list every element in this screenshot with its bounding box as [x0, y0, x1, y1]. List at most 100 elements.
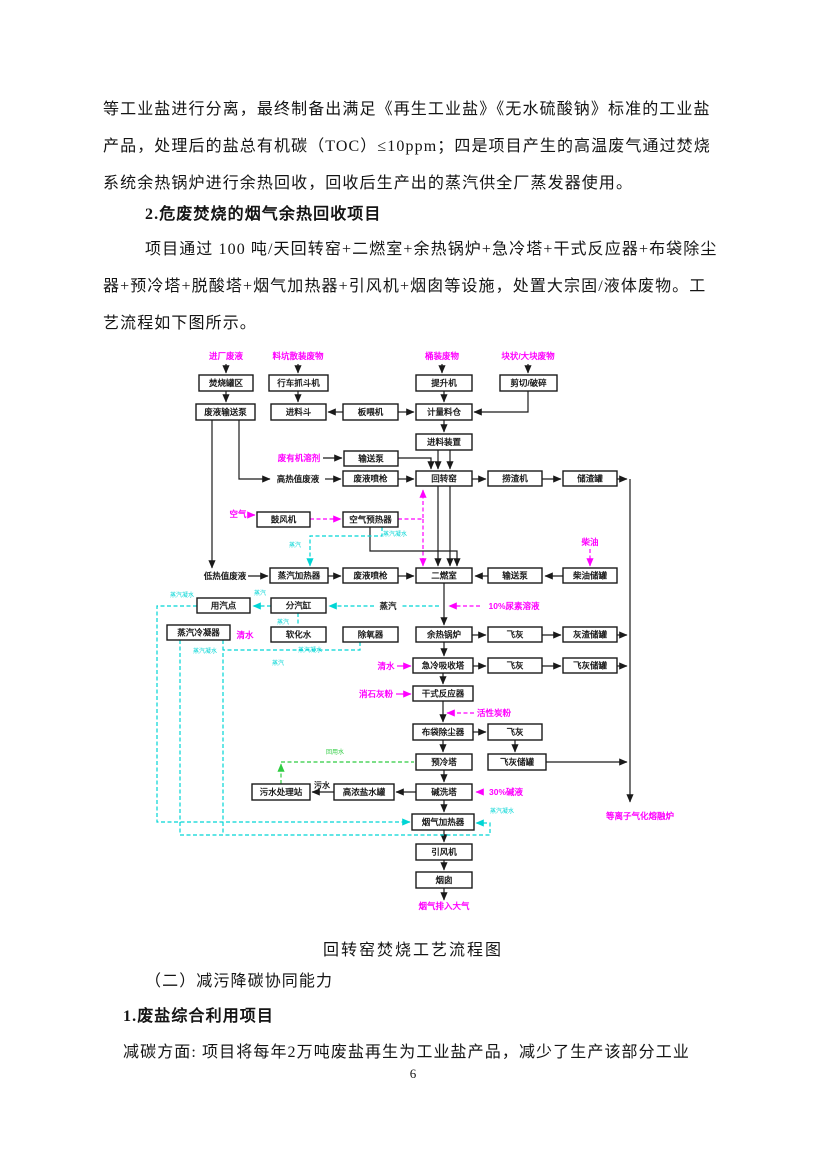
in-plant-waste-liquid-label: 进厂废液 — [209, 351, 244, 361]
fly-ash-2-box-label: 飞灰 — [506, 661, 524, 671]
transfer-pump-2-box-label: 输送泵 — [502, 571, 528, 581]
waste-liquid-gun-1-box — [342, 470, 399, 487]
dry-reactor-box-label: 干式反应器 — [422, 689, 465, 699]
apron-feeder-box-label: 板喂机 — [358, 407, 384, 417]
steam-condensate-tiny-4-label: 蒸汽凝水 — [298, 646, 322, 654]
elevator-box — [415, 374, 473, 392]
steam-condensate-tiny-2-label: 蒸汽凝水 — [193, 647, 217, 655]
wastewater-label: 污水 — [314, 780, 331, 790]
slag-remover-box — [487, 470, 543, 487]
process-flow-diagram: 进厂废液 料坑散装废物 桶装废物 块状/大块废物焚烧罐区 行车抓斗机 提升机 剪切/破碎废液… — [150, 340, 770, 940]
blower-box — [256, 511, 311, 528]
waste-liquid-gun-2-box-label: 废液喷枪 — [353, 571, 388, 581]
transfer-pump-1-box — [343, 450, 399, 467]
pre-cooling-tower-box — [415, 753, 473, 771]
transfer-pump-1-box-label: 输送泵 — [358, 454, 384, 464]
low-heat-value-waste-liquid-label: 低热值废液 — [203, 571, 247, 581]
steam-tiny-1-label: 蒸汽 — [254, 589, 266, 597]
softened-water-box-label: 软化水 — [286, 630, 312, 640]
steam-condenser-box — [166, 624, 231, 641]
fly-ash-1-box — [487, 626, 543, 643]
flue-gas-heater-box — [411, 813, 475, 831]
pit-bulk-waste-label: 料坑散装废物 — [272, 351, 324, 361]
flow-edge — [156, 605, 411, 826]
crane-grab-machine-box — [268, 374, 329, 392]
induced-draft-fan-box — [415, 843, 473, 861]
wastewater-treatment-station-box-label: 污水处理站 — [260, 787, 303, 797]
steam-condensate-tiny-1-label: 蒸汽凝水 — [170, 591, 194, 599]
air-preheater-box — [342, 511, 399, 528]
steam-tiny-3-label: 蒸汽 — [277, 618, 289, 626]
fly-ash-1-box-label: 飞灰 — [506, 630, 524, 640]
fly-ash-3-box-label: 飞灰 — [506, 727, 524, 737]
ash-slag-storage-tank-box — [562, 626, 618, 643]
bag-filter-box-label: 布袋除尘器 — [421, 727, 465, 737]
subsection-heading-pollution-carbon-reduction: （二）减污降碳协同能力 — [145, 973, 334, 990]
flow-edge — [473, 391, 529, 416]
elevator-box-label: 提升机 — [431, 378, 457, 388]
paragraph1-line3: 系统余热锅炉进行余热回收，回收后生产出的蒸汽供全厂蒸发器使用。 — [103, 175, 634, 192]
paragraph2-line2: 器+预冷塔+脱酸塔+烟气加热器+引风机+烟囱等设施，处置大宗固/液体废物。工 — [103, 278, 707, 295]
induced-draft-fan-box-label: 引风机 — [431, 847, 457, 857]
flue-gas-heater-box-label: 烟气加热器 — [422, 817, 465, 827]
steam-condensate-tiny-3-label: 蒸汽凝水 — [383, 530, 407, 538]
steam-use-point-box — [196, 597, 251, 614]
waste-liquid-gun-1-box-label: 废液喷枪 — [353, 474, 388, 484]
secondary-combustion-chamber-box — [415, 567, 473, 584]
steam-tiny-2-label: 蒸汽 — [289, 541, 301, 549]
alkali-washing-tower-box — [415, 783, 473, 801]
slag-remover-box-label: 捞渣机 — [502, 474, 528, 484]
flow-edge — [369, 527, 461, 567]
plasma-gasification-melting-furnace-label: 等离子气化熔融炉 — [605, 811, 675, 821]
weighing-bin-box-label: 计量料仓 — [427, 407, 462, 417]
steam-heater-box — [269, 567, 329, 584]
steam-tiny-4-label: 蒸汽 — [272, 659, 284, 667]
waste-liquid-transfer-pump-box — [195, 403, 256, 421]
flow-edge — [306, 527, 383, 567]
paragraph3-line1: 减碳方面: 项目将每年2万吨废盐再生为工业盐产品，减少了生产该部分工业 — [123, 1044, 690, 1061]
flow-edge — [398, 489, 427, 520]
crane-grab-machine-box-label: 行车抓斗机 — [276, 378, 320, 388]
dry-reactor-box — [412, 685, 474, 702]
shear-crusher-box-label: 剪切/破碎 — [510, 378, 547, 388]
paragraph2-line1: 项目通过 100 吨/天回转窑+二燃室+余热锅炉+急冷塔+干式反应器+布袋除尘 — [145, 241, 718, 258]
steam-label: 蒸汽 — [379, 601, 397, 611]
air-label: 空气 — [229, 509, 247, 519]
quench-absorption-tower-box-label: 急冷吸收塔 — [422, 661, 465, 671]
section-heading-waste-salt-utilization: 1.废盐综合利用项目 — [123, 1008, 275, 1025]
flow-edge — [179, 640, 491, 836]
apron-feeder-box — [342, 403, 399, 421]
deaerator-box — [342, 626, 399, 643]
air-preheater-box-label: 空气预热器 — [349, 515, 392, 525]
alkali-solution-30pct-label: 30%碱液 — [489, 787, 524, 797]
softened-water-box — [270, 626, 327, 643]
fly-ash-storage-tank-2-box-label: 飞灰储罐 — [500, 757, 535, 767]
waste-liquid-gun-2-box — [342, 567, 399, 584]
diesel-storage-tank-box — [562, 567, 618, 584]
wastewater-treatment-station-box — [251, 783, 311, 801]
concentrated-brine-tank-box — [333, 783, 395, 801]
slag-storage-tank-box — [562, 470, 618, 487]
paragraph1-line1: 等工业盐进行分离，最终制备出满足《再生工业盐》《无水硫酸钠》标准的工业盐 — [103, 101, 711, 118]
paragraph2-line3: 艺流程如下图所示。 — [103, 315, 257, 332]
steam-condensate-tiny-right-label: 蒸汽凝水 — [490, 807, 514, 815]
weighing-bin-box — [415, 403, 473, 421]
flue-gas-to-atmosphere-label: 烟气排入大气 — [418, 901, 470, 911]
transfer-pump-2-box — [487, 567, 543, 584]
barrel-waste-label: 桶装废物 — [424, 351, 460, 361]
feed-hopper-box-label: 进料斗 — [286, 407, 312, 417]
incineration-tank-area-box-label: 焚烧罐区 — [208, 378, 244, 388]
fly-ash-storage-tank-1-box — [562, 657, 618, 674]
feed-hopper-box — [270, 403, 327, 421]
slaked-lime-powder-label: 消石灰粉 — [359, 689, 394, 699]
block-large-waste-label: 块状/大块废物 — [501, 351, 555, 361]
clean-water-1-label: 清水 — [236, 630, 254, 640]
steam-distribution-cylinder-box-label: 分汽缸 — [286, 601, 312, 611]
quench-absorption-tower-box — [412, 657, 474, 674]
waste-heat-boiler-box-label: 余热锅炉 — [426, 630, 462, 640]
rotary-kiln-box — [415, 470, 473, 487]
steam-heater-box-label: 蒸汽加热器 — [278, 571, 321, 581]
diesel-label: 柴油 — [580, 537, 598, 547]
